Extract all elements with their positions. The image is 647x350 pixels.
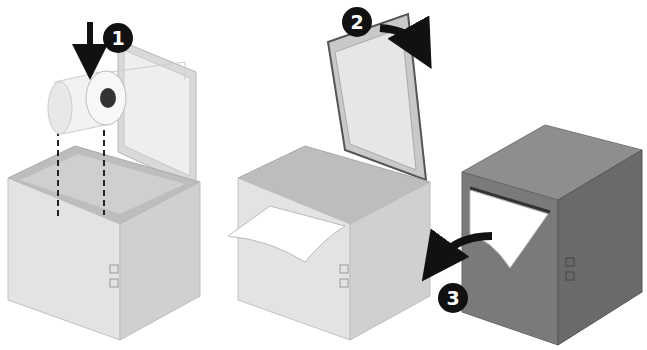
callout-number: 2 [343,8,371,36]
curved-arrow [436,236,492,262]
callout-circle [438,283,468,313]
callout-circle [342,7,372,37]
paper-roll [48,62,185,220]
callout-number: 3 [439,284,467,312]
curved-arrow [380,28,420,48]
callout-number: 1 [104,24,132,52]
down-arrow [87,22,93,62]
printer-closing [228,14,430,340]
printer-open [8,40,200,340]
callout-circle [103,23,133,53]
